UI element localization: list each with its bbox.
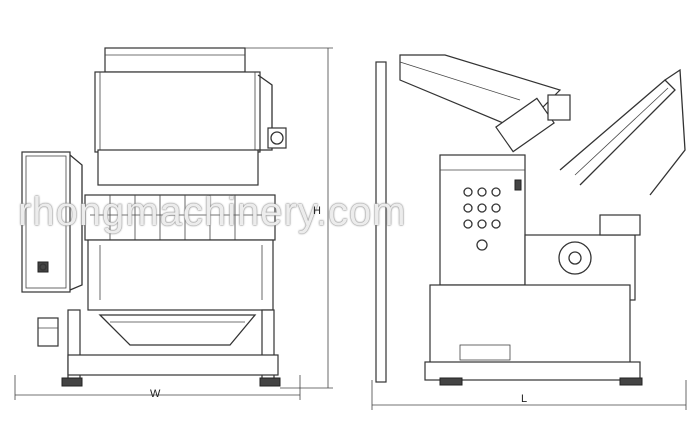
height-dimension-label: H bbox=[313, 205, 321, 217]
watermark-text: rhongmachinery.com bbox=[18, 190, 407, 234]
front-view bbox=[21, 47, 287, 387]
dimension-lines-front bbox=[14, 47, 333, 400]
dimension-lines-side bbox=[371, 380, 687, 410]
width-dimension-label: W bbox=[150, 388, 161, 400]
side-view bbox=[375, 54, 686, 386]
length-dimension-label: L bbox=[521, 393, 528, 405]
